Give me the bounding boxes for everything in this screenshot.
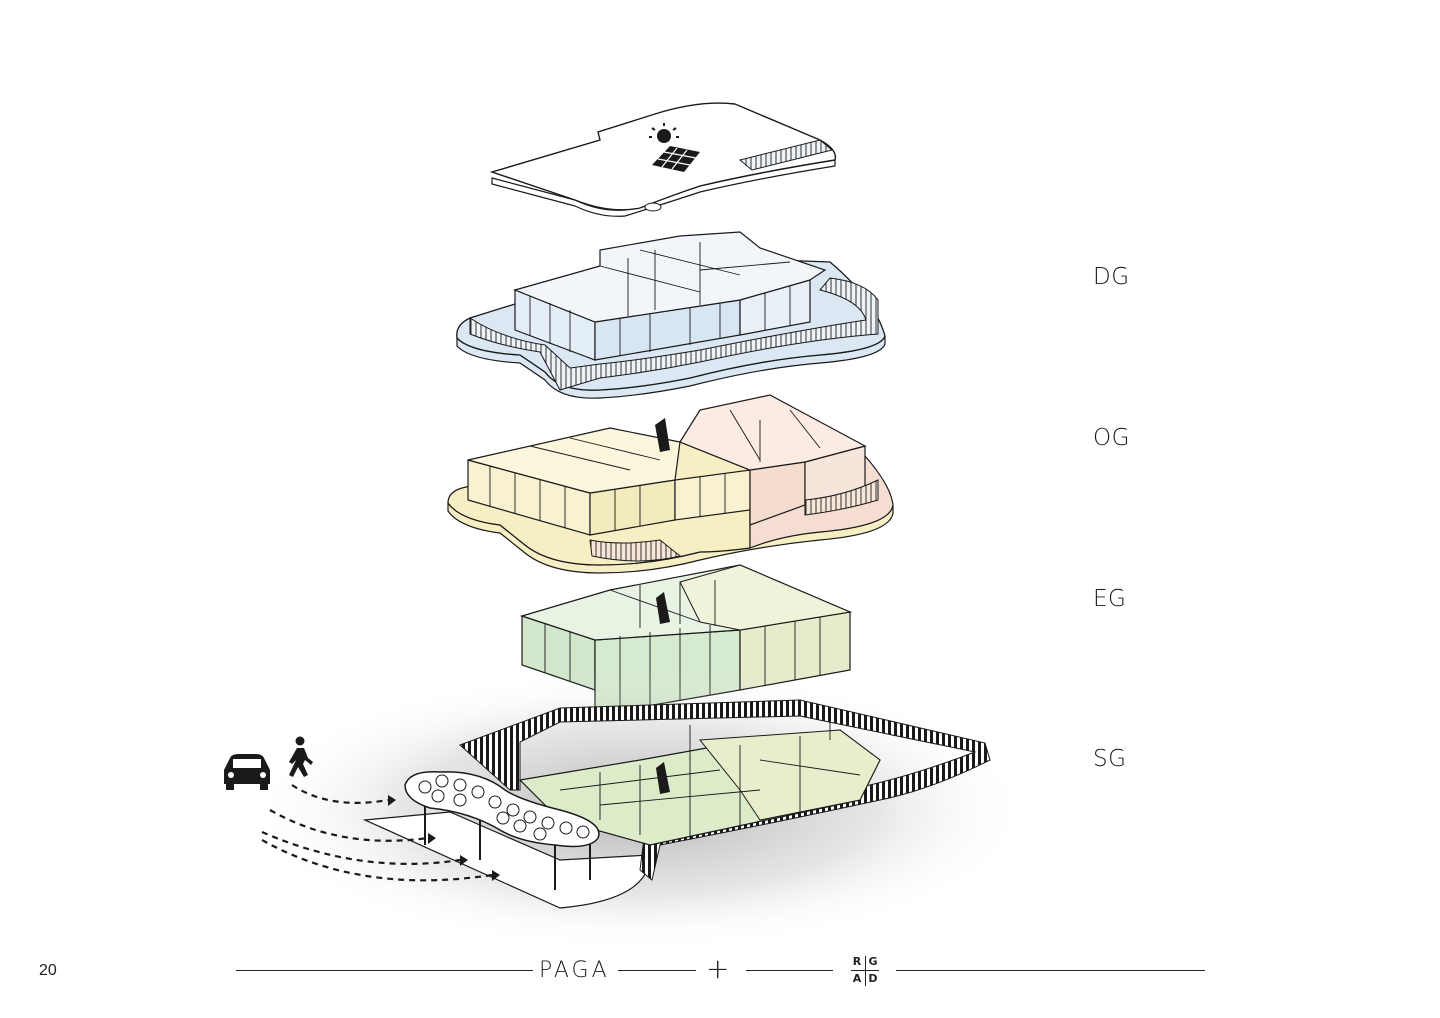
og-right-top <box>679 394 867 471</box>
page-number: 20 <box>39 962 57 979</box>
rgad-letter-r: R <box>852 955 862 968</box>
dg-walls-top <box>513 231 827 323</box>
brand-separator: + <box>706 952 730 985</box>
footer-divider-left <box>236 970 533 971</box>
roof-hatch-strip <box>738 139 834 171</box>
footer-divider-mid-right <box>746 970 833 971</box>
eg-stair <box>656 592 670 624</box>
car-icon <box>224 754 270 790</box>
sun-icon <box>649 123 679 143</box>
rgad-letter-a: A <box>852 972 862 985</box>
dg-railing <box>469 277 879 391</box>
brand-logo-paga: PAGA <box>539 958 610 983</box>
og-stair <box>655 418 670 452</box>
og-level <box>447 394 894 574</box>
pedestrian-icon <box>289 736 313 777</box>
og-balcony-railing <box>589 539 682 562</box>
sg-level <box>250 670 1030 950</box>
rgad-letter-g: G <box>868 955 878 968</box>
carport-canopy <box>404 771 600 890</box>
access-path-arrows <box>261 784 493 882</box>
access-arrowheads <box>388 795 500 881</box>
footer-divider-mid-left <box>618 970 696 971</box>
sg-stair <box>656 762 670 794</box>
roof-level <box>489 102 837 217</box>
og-left-top <box>467 427 681 494</box>
dg-level <box>456 231 886 399</box>
rgad-letter-d: D <box>868 972 878 985</box>
rgad-logo-vertical-line <box>865 956 866 986</box>
roof-opening <box>644 202 662 212</box>
footer-divider-right <box>896 970 1205 971</box>
solar-panel-icon <box>652 146 700 172</box>
rgad-logo-horizontal-line <box>851 970 879 971</box>
level-label-sg: SG <box>1093 746 1127 772</box>
level-label-dg: DG <box>1093 264 1130 290</box>
brand-logo-rgad: R G A D <box>850 955 880 987</box>
og-balcony-railing-right <box>804 479 879 516</box>
level-label-eg: EG <box>1093 586 1127 612</box>
level-label-og: OG <box>1093 425 1130 451</box>
